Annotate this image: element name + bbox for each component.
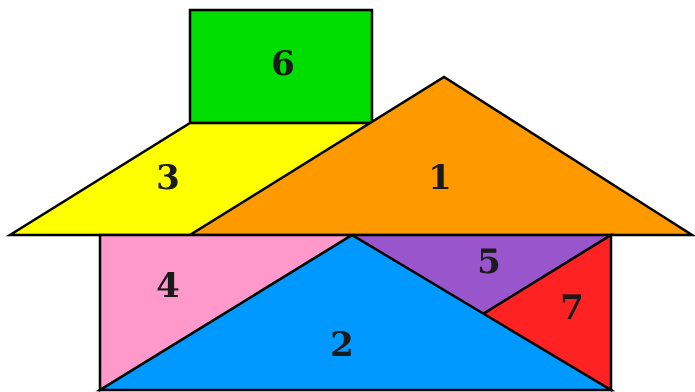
piece-5-label: 5 <box>477 242 501 282</box>
piece-4-label: 4 <box>156 266 180 306</box>
piece-6-label: 6 <box>271 44 295 84</box>
piece-3-label: 3 <box>156 158 180 198</box>
piece-7-label: 7 <box>560 288 584 328</box>
piece-2-label: 2 <box>330 325 354 365</box>
piece-1-label: 1 <box>428 158 452 198</box>
